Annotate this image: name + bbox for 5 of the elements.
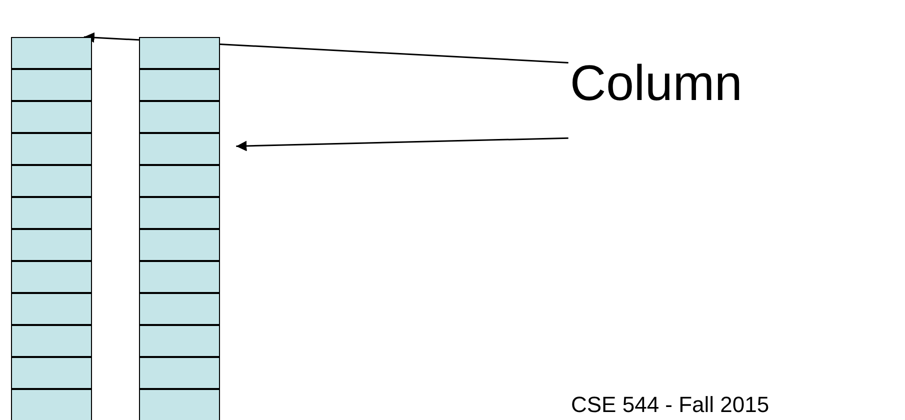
callout-text: Column xyxy=(570,54,742,112)
footer-text: CSE 544 - Fall 2015 xyxy=(571,392,770,418)
column-bar xyxy=(11,37,92,420)
column-bar xyxy=(139,37,220,420)
leader-arrow xyxy=(236,137,568,152)
